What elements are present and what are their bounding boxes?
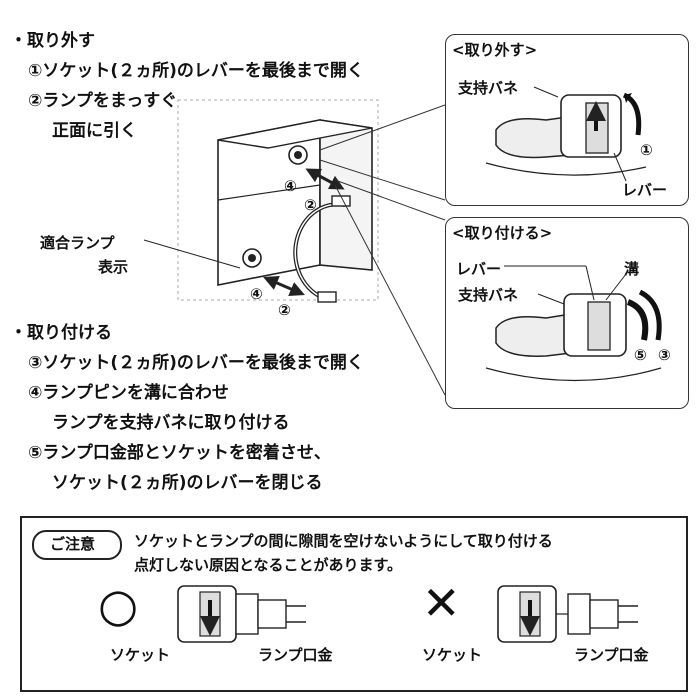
caution-badge-label: ご注意 <box>50 535 96 553</box>
remove-inset-drawing <box>485 86 647 182</box>
ok-base-label: ランプ口金 <box>258 646 333 664</box>
install-inset-spring-label: 支持バネ <box>458 286 519 304</box>
remove-inset-spring-label: 支持バネ <box>458 79 519 97</box>
remove-inset-step-1: ① <box>640 141 653 159</box>
step-num-4-upper: ④ <box>284 177 297 195</box>
install-inset-title: <取り付ける> <box>452 224 553 242</box>
caution-line-2: 点灯しない原因となることがあります。 <box>134 556 403 574</box>
install-step-4a: ④ランプピンを溝に合わせ <box>28 383 229 403</box>
install-inset-lever-label: レバー <box>456 260 502 278</box>
step-num-2-upper: ② <box>304 196 317 214</box>
ng-example-drawing <box>497 585 638 643</box>
compatible-lamp-label: 適合ランプ <box>40 234 115 252</box>
install-inset-step-5: ⑤ <box>634 346 647 364</box>
step-num-4-lower: ④ <box>250 285 263 303</box>
remove-inset-lever-label: レバー <box>622 181 668 199</box>
compatible-lamp-label-2: 表示 <box>98 258 129 276</box>
install-step-3: ③ソケット(２ヵ所)のレバーを最後まで開く <box>28 353 364 373</box>
install-step-4b: ランプを支持バネに取り付ける <box>52 413 290 433</box>
remove-inset: <取り外す> 支持バネ レバー ① <box>445 34 689 206</box>
step-num-2-lower: ② <box>278 301 291 319</box>
install-inset-step-3: ③ <box>658 346 671 364</box>
ng-mark: ✕ <box>422 576 461 630</box>
install-step-5b: ソケット(２ヵ所)のレバーを閉じる <box>52 473 323 493</box>
install-inset: <取り付ける> レバー 溝 支持バネ ⑤ ③ <box>445 217 689 409</box>
install-inset-drawing <box>485 265 662 382</box>
ok-mark: ○ <box>98 578 139 632</box>
caution-box: ご注意 ソケットとランプの間に隙間を空けないようにして取り付ける 点灯しない原因… <box>20 516 688 692</box>
remove-heading: ・取り外す <box>10 31 95 51</box>
install-inset-groove-label: 溝 <box>624 260 640 278</box>
remove-step-1: ①ソケット(２ヵ所)のレバーを最後まで開く <box>28 61 364 81</box>
remove-step-2b: 正面に引く <box>52 121 137 141</box>
ok-example-drawing <box>177 585 306 643</box>
caution-badge: ご注意 <box>32 530 122 560</box>
remove-step-2a: ②ランプをまっすぐ <box>28 91 178 111</box>
caution-line-1: ソケットとランプの間に隙間を空けないようにして取り付ける <box>134 532 553 550</box>
remove-inset-title: <取り外す> <box>452 41 538 59</box>
ng-base-label: ランプ口金 <box>574 646 649 664</box>
ok-socket-label: ソケット <box>110 646 171 664</box>
install-step-5a: ⑤ランプ口金部とソケットを密着させ、 <box>28 443 331 463</box>
ng-socket-label: ソケット <box>422 646 483 664</box>
install-heading: ・取り付ける <box>10 323 112 343</box>
